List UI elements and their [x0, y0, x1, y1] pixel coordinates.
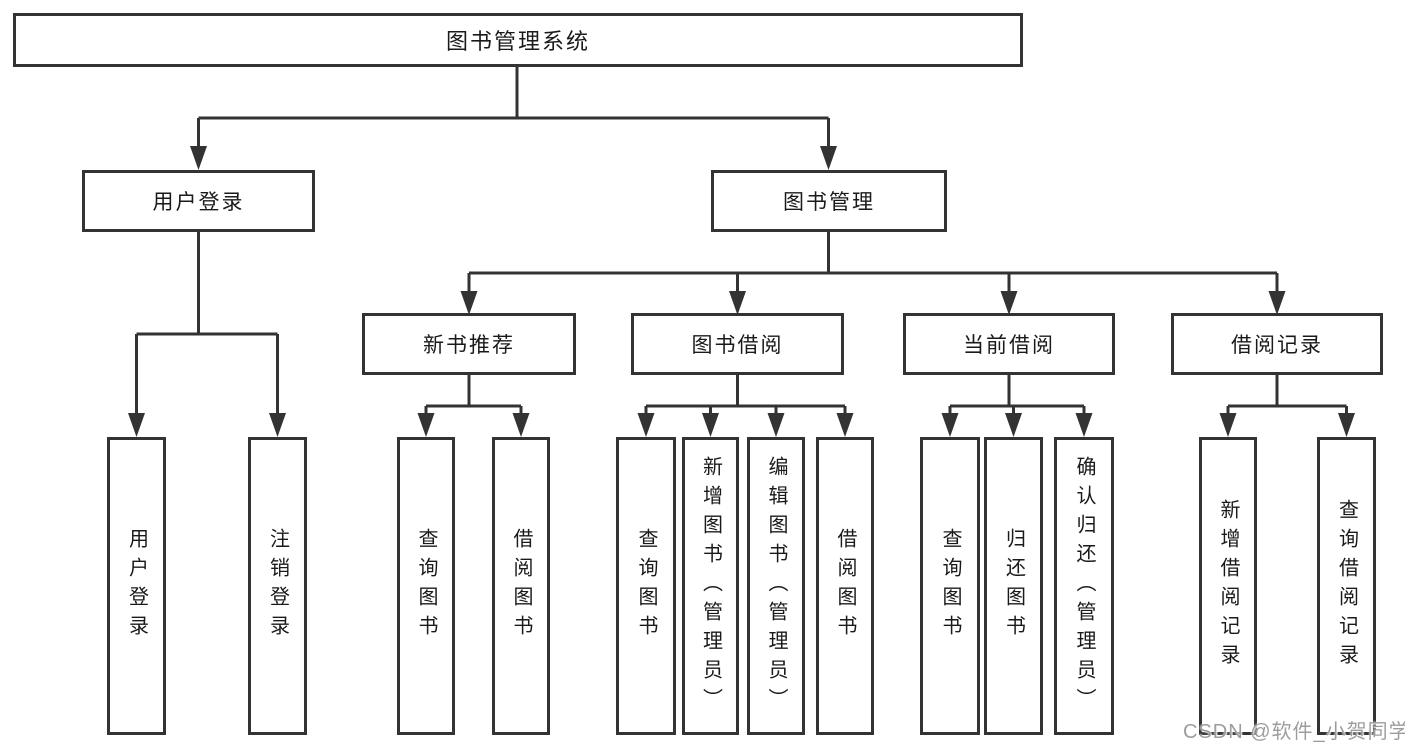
- node-label: 借阅记录: [1231, 334, 1323, 357]
- leaf-label: 用户登录: [125, 528, 148, 644]
- leaf-query-books-current: 查询图书: [920, 437, 980, 735]
- leaf-user-login: 用户登录: [107, 437, 166, 735]
- leaf-label: 新增图书（管理员）: [699, 455, 722, 717]
- arrow-down-icon: [1219, 413, 1237, 437]
- arrow-down-icon: [128, 413, 145, 437]
- leaf-edit-books-admin: 编辑图书（管理员）: [747, 437, 805, 735]
- node-borrow-records: 借阅记录: [1171, 313, 1383, 375]
- node-book-borrow: 图书借阅: [631, 313, 844, 375]
- leaf-label: 查询借阅记录: [1335, 499, 1358, 673]
- arrow-down-icon: [941, 413, 959, 437]
- arrow-down-icon: [269, 413, 286, 437]
- arrow-down-icon: [417, 413, 435, 437]
- arrow-down-icon: [1338, 413, 1355, 437]
- csdn-watermark: CSDN @软件_小贺同学: [1183, 721, 1405, 743]
- arrow-down-icon: [836, 413, 854, 437]
- arrow-down-icon: [190, 146, 207, 170]
- leaf-borrow-books: 借阅图书: [816, 437, 874, 735]
- arrow-down-icon: [1268, 291, 1286, 315]
- arrow-down-icon: [729, 291, 746, 315]
- arrow-down-icon: [820, 146, 837, 170]
- connector-mgmt-rail: [467, 232, 1279, 297]
- leaf-query-books-borrow: 查询图书: [616, 437, 676, 735]
- node-new-book-recommend: 新书推荐: [362, 313, 576, 375]
- leaf-label: 借阅图书: [510, 528, 532, 644]
- arrow-down-icon: [637, 413, 655, 437]
- connector-login-rail: [135, 232, 279, 419]
- leaf-label: 归还图书: [1002, 528, 1025, 644]
- leaf-label: 注销登录: [266, 528, 289, 644]
- leaf-label: 查询图书: [635, 528, 657, 644]
- leaf-label: 新增借阅记录: [1217, 499, 1239, 673]
- leaf-label: 借阅图书: [834, 528, 856, 644]
- arrow-down-icon: [1075, 413, 1093, 437]
- connector-current-rail: [948, 375, 1086, 419]
- connector-recommend-rail: [424, 375, 523, 419]
- node-label: 用户登录: [152, 191, 245, 214]
- arrow-down-icon: [1000, 291, 1018, 315]
- node-label: 图书借阅: [691, 334, 784, 357]
- leaf-query-books-recommend: 查询图书: [397, 437, 455, 735]
- arrow-down-icon: [767, 413, 785, 437]
- leaf-logout-login: 注销登录: [248, 437, 307, 735]
- leaf-return-books: 归还图书: [984, 437, 1043, 735]
- arrow-down-icon: [512, 413, 530, 437]
- leaf-label: 查询图书: [415, 528, 437, 644]
- leaf-query-borrow-record: 查询借阅记录: [1317, 437, 1376, 735]
- leaf-borrow-books-recommend: 借阅图书: [492, 437, 550, 735]
- leaf-confirm-return-admin: 确认归还（管理员）: [1054, 437, 1114, 735]
- node-library-system-root: 图书管理系统: [13, 13, 1023, 67]
- leaf-add-borrow-record: 新增借阅记录: [1199, 437, 1257, 735]
- node-label: 新书推荐: [423, 334, 515, 357]
- connector-records-rail: [1226, 375, 1348, 419]
- arrow-down-icon: [702, 413, 719, 437]
- leaf-label: 查询图书: [939, 528, 961, 644]
- leaf-label: 确认归还（管理员）: [1073, 455, 1095, 717]
- connector-root-rail: [197, 66, 830, 152]
- leaf-add-books-admin: 新增图书（管理员）: [682, 437, 739, 735]
- node-book-management: 图书管理: [711, 170, 947, 232]
- node-label: 图书管理: [783, 191, 875, 214]
- arrow-down-icon: [1005, 413, 1022, 437]
- node-label: 当前借阅: [963, 334, 1055, 357]
- node-user-login: 用户登录: [82, 170, 315, 232]
- leaf-label: 编辑图书（管理员）: [765, 455, 787, 717]
- node-current-borrow: 当前借阅: [903, 313, 1115, 375]
- connector-borrow-rail: [644, 375, 847, 419]
- arrow-down-icon: [460, 291, 478, 315]
- node-label: 图书管理系统: [445, 29, 590, 54]
